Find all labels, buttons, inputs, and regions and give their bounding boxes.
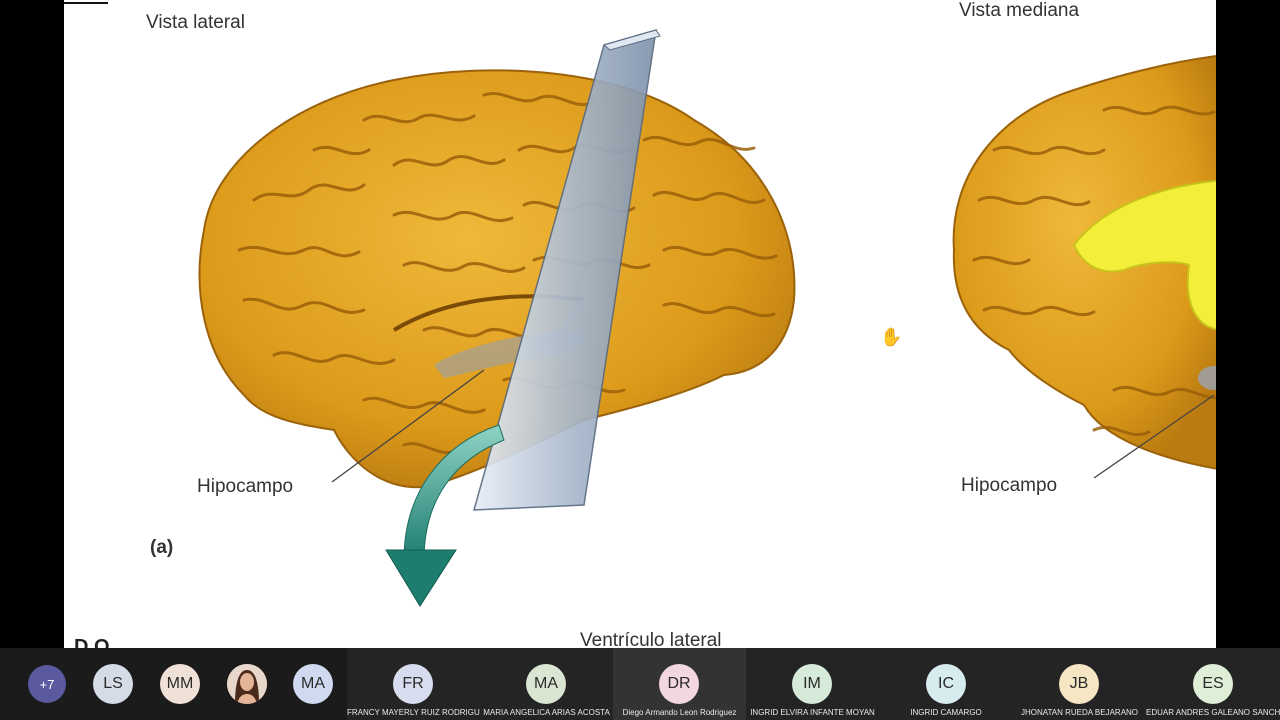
avatar-photo — [227, 664, 267, 704]
participant-name: Diego Armando Leon Rodriguez — [622, 708, 737, 717]
median-brain — [952, 55, 1216, 470]
label-median-view: Vista mediana — [959, 0, 1080, 21]
avatar: LS — [93, 664, 133, 704]
participant-name: JHONATAN RUEDA BEJARANO — [1020, 708, 1139, 717]
participant-tile[interactable]: IC INGRID CAMARGO — [879, 648, 1013, 720]
participant-tile[interactable]: MA — [280, 648, 347, 720]
label-figure-a: (a) — [150, 537, 174, 558]
slide-partial-heading: D.O — [74, 636, 110, 648]
avatar: ES — [1193, 664, 1233, 704]
hippocampus-leader-right — [1093, 394, 1215, 479]
lateral-brain — [198, 69, 796, 489]
person-photo-icon — [227, 664, 267, 704]
participant-name: MARIA ANGELICA ARIAS ACOSTA — [483, 708, 610, 717]
direction-arrow — [385, 424, 505, 607]
participant-overflow[interactable]: +7 — [0, 648, 80, 720]
avatar: IM — [792, 664, 832, 704]
brain-illustration — [198, 28, 1216, 607]
participant-tile[interactable]: IM INGRID ELVIRA INFANTE MOYAN — [746, 648, 879, 720]
label-lateral-ventricle: Ventrículo lateral — [580, 630, 722, 648]
label-hippocampus-right: Hipocampo — [961, 475, 1058, 496]
participant-tile[interactable]: JB JHONATAN RUEDA BEJARANO — [1013, 648, 1146, 720]
avatar: FR — [393, 664, 433, 704]
shared-screen: Vista lateral Vista mediana Hipocampo Hi… — [64, 0, 1216, 648]
participant-name: FRANCY MAYERLY RUIZ RODRIGUEZ — [347, 708, 480, 717]
participant-name: EDUAR ANDRES GALEANO SANCHEZ — [1146, 708, 1280, 717]
avatar: DR — [659, 664, 699, 704]
participants-bar: +7 LS MM MA FR FRANCY MAYERLY RUIZ RODRI… — [0, 648, 1280, 720]
participant-tile[interactable]: MA MARIA ANGELICA ARIAS ACOSTA — [480, 648, 613, 720]
presentation-slide: Vista lateral Vista mediana Hipocampo Hi… — [64, 0, 1216, 648]
avatar: MA — [526, 664, 566, 704]
label-lateral-view: Vista lateral — [146, 12, 245, 33]
slide-top-rule — [64, 2, 108, 4]
cutting-plane — [472, 28, 661, 511]
hippocampus-leader-left — [331, 369, 485, 483]
avatar: MA — [293, 664, 333, 704]
avatar: JB — [1059, 664, 1099, 704]
hand-cursor-icon: ✋ — [880, 327, 903, 347]
participant-tile[interactable]: ES EDUAR ANDRES GALEANO SANCHEZ — [1146, 648, 1280, 720]
participant-tile[interactable]: LS — [80, 648, 147, 720]
avatar: MM — [160, 664, 200, 704]
participant-tile[interactable]: FR FRANCY MAYERLY RUIZ RODRIGUEZ — [347, 648, 480, 720]
participant-tile[interactable]: DR Diego Armando Leon Rodriguez — [613, 648, 746, 720]
participant-tile[interactable]: MM — [147, 648, 214, 720]
more-participants-badge[interactable]: +7 — [28, 665, 66, 703]
participant-name: INGRID ELVIRA INFANTE MOYAN — [750, 708, 875, 717]
participant-name: INGRID CAMARGO — [910, 708, 982, 717]
participant-tile[interactable] — [214, 648, 280, 720]
avatar: IC — [926, 664, 966, 704]
label-hippocampus-left: Hipocampo — [197, 476, 294, 497]
